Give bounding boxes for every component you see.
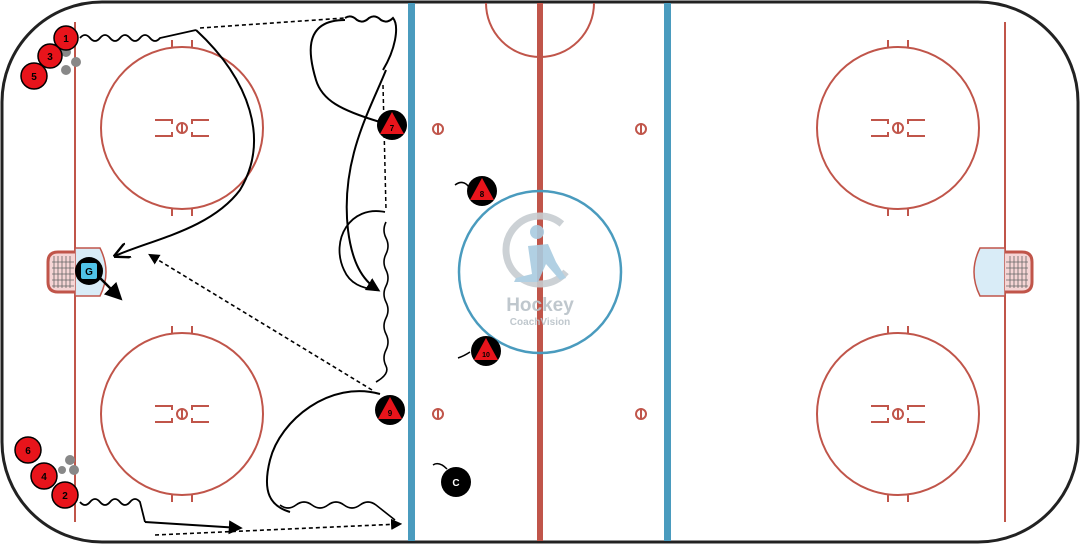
faceoff-circle-right-top (816, 40, 980, 216)
pylon-marker-8[interactable]: 8 (467, 176, 497, 206)
player-label: 3 (47, 52, 53, 63)
skate-curve-mid (345, 69, 387, 292)
pylon-marker-7[interactable]: 7 (377, 110, 407, 140)
blue-line-right (664, 3, 671, 541)
faceoff-circle-left-top (100, 40, 264, 216)
goalie-label: G (85, 267, 93, 278)
skate-wavy-top-right (344, 15, 398, 71)
pylon-marker-10[interactable]: 10 (471, 336, 501, 366)
goal-net-right (1005, 250, 1034, 294)
skate-loop-mid (338, 210, 386, 291)
pylon-label: 7 (390, 124, 395, 133)
skate-path-top-start (79, 29, 197, 42)
skate-curve-bottom (265, 390, 381, 513)
player-label: 1 (63, 34, 69, 45)
goal-net-left (46, 250, 75, 294)
player-marker-4[interactable]: 4 (30, 462, 58, 490)
player-label: 4 (41, 472, 47, 483)
watermark-subtitle: CoachVision (510, 317, 570, 328)
player-marker-6[interactable]: 6 (14, 436, 42, 464)
skate-wavy-bottom (279, 501, 396, 521)
goalie-marker[interactable]: G (75, 257, 103, 285)
neutral-zone-dots (432, 123, 647, 420)
player-label: 2 (62, 491, 68, 502)
puck-pile-bottom (58, 455, 79, 475)
pass-path-top (199, 17, 346, 29)
center-circle (457, 189, 623, 355)
pylon-label: 8 (480, 190, 485, 199)
coach-icon (441, 467, 471, 497)
faceoff-circle-left-bottom (100, 326, 264, 502)
skate-loop-top (309, 19, 381, 123)
faceoff-circle-right-bottom (816, 326, 980, 502)
skate-curve-to-net (115, 29, 255, 256)
blue-line-left (408, 3, 415, 541)
skate-path-bottom-main (144, 520, 243, 535)
player-marker-2[interactable]: 2 (51, 481, 79, 509)
referee-crease (485, 2, 595, 58)
pass-to-point (148, 253, 373, 391)
watermark-title: Hockey (506, 295, 574, 316)
player-label: 6 (25, 446, 31, 457)
shot-arrow-net (99, 277, 123, 301)
pass-path-bottom (154, 518, 403, 536)
pylon-marker-9[interactable]: 9 (375, 395, 405, 425)
player-label: 5 (31, 72, 37, 83)
player-marker-5[interactable]: 5 (20, 62, 48, 90)
pylon-label: 9 (388, 409, 393, 418)
skate-wavy-blueline-mid (375, 221, 389, 383)
stick-mark-10 (457, 351, 471, 359)
hockey-player-icon (514, 225, 566, 282)
skate-path-bottom-start (79, 498, 146, 523)
drill-paths (79, 15, 475, 536)
coach-marker[interactable]: C (441, 467, 471, 497)
player-marker-3[interactable]: 3 (37, 43, 63, 69)
crease-right (973, 247, 1006, 297)
coach-label: C (452, 478, 459, 489)
pylon-label: 10 (482, 352, 490, 359)
stick-mark-coach (432, 462, 448, 470)
player-marker-1[interactable]: 1 (53, 25, 79, 51)
